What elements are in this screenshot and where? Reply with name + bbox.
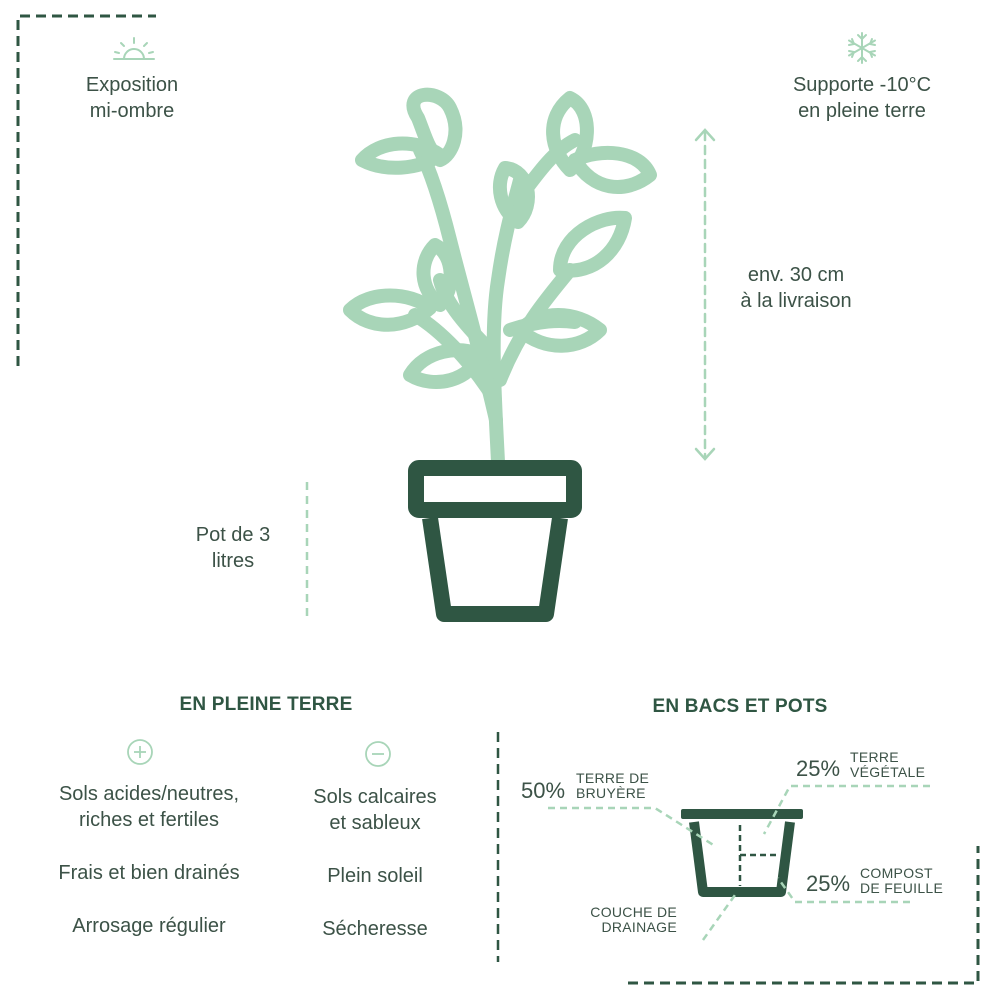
favorable-condition-item: Sols acides/neutres,riches et fertiles bbox=[58, 783, 240, 831]
heath-soil-percent: 50% bbox=[521, 778, 566, 803]
topsoil-percent: 25% bbox=[796, 756, 841, 781]
minus-circle-icon bbox=[365, 741, 391, 767]
drainage-label: COUCHE DE DRAINAGE bbox=[590, 904, 677, 935]
topsoil-label: TERRE VÉGÉTALE bbox=[850, 749, 926, 780]
leaf-compost-label: COMPOST DE FEUILLE bbox=[860, 865, 944, 896]
frost-label: Supporte -10°C en pleine terre bbox=[792, 74, 932, 122]
pot-size-label: Pot de 3 litres bbox=[195, 524, 271, 572]
height-label: env. 30 cm à la livraison bbox=[740, 264, 852, 312]
snowflake-icon bbox=[848, 32, 876, 64]
unfavorable-condition-item: Plein soleil bbox=[327, 865, 423, 887]
favorable-condition-item: Arrosage régulier bbox=[72, 915, 226, 937]
favorable-condition-item: Frais et bien drainés bbox=[58, 862, 240, 884]
unfavorable-condition-item: Sécheresse bbox=[322, 918, 428, 940]
open-ground-title: EN PLEINE TERRE bbox=[179, 694, 353, 715]
containers-title: EN BACS ET POTS bbox=[652, 696, 828, 717]
heath-soil-label: TERRE DE BRUYÈRE bbox=[576, 770, 650, 801]
plus-circle-icon bbox=[127, 739, 153, 765]
sun-horizon-icon bbox=[113, 37, 155, 60]
exposure-label: Exposition mi-ombre bbox=[85, 74, 179, 122]
leaf-compost-percent: 25% bbox=[806, 871, 851, 896]
